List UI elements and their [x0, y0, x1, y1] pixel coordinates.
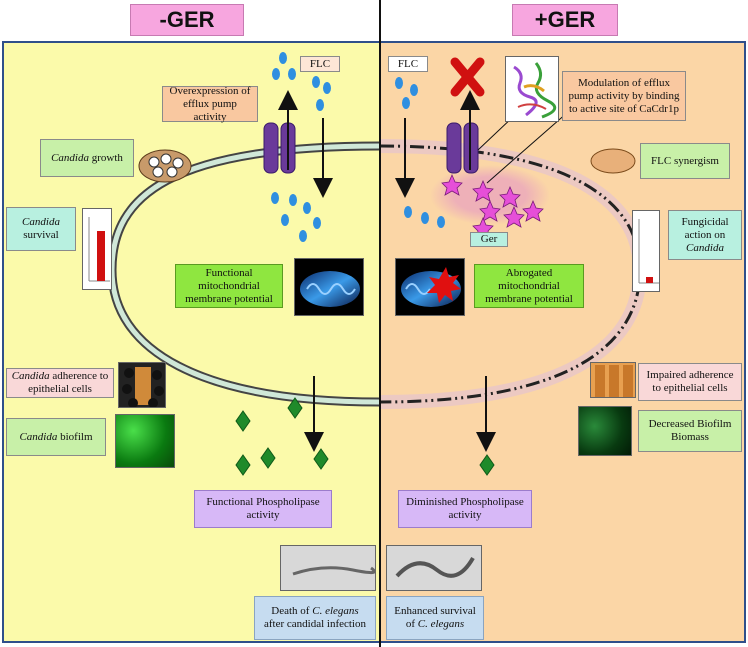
phospholipase-diamonds-left: [235, 397, 329, 476]
protein-structure-image: [505, 56, 559, 122]
ger-header: +GER: [512, 4, 618, 36]
abrogated-mitochondria-box: Abrogated mitochondrial membrane potenti…: [474, 264, 584, 308]
geraniol-stars: [441, 173, 544, 239]
candida-growth-box: Candida growth: [40, 139, 134, 177]
adherence-image-left: [118, 362, 166, 408]
survival-bar-chart-image: [82, 208, 112, 290]
flc-label-left: FLC: [300, 56, 340, 72]
blocked-x-icon: [450, 57, 485, 97]
damage-burst-icon: [427, 267, 461, 303]
diminished-phospholipase-box: Diminished Phospholipase activity: [398, 490, 532, 528]
cell-membrane-right: [379, 144, 642, 404]
fungicidal-chart-image: [632, 210, 660, 292]
ger-label: Ger: [470, 232, 508, 247]
mitochondria-image-right: [395, 258, 465, 316]
decreased-biofilm-box: Decreased Biofilm Biomass: [638, 410, 742, 452]
functional-phospholipase-box: Functional Phospholipase activity: [194, 490, 332, 528]
flc-label-right: FLC: [388, 56, 428, 72]
celegans-death-box: Death of C. elegans after candidal infec…: [254, 596, 376, 640]
phospholipase-diamond-right: [479, 454, 495, 476]
mitochondria-image-left: [294, 258, 364, 316]
impaired-adherence-box: Impaired adherence to epithelial cells: [638, 363, 742, 401]
candida-adherence-box: Candida adherence to epithelial cells: [6, 368, 114, 398]
flc-drops-left: [271, 52, 331, 242]
no-ger-header: -GER: [130, 4, 244, 36]
adherence-image-right: [590, 362, 636, 398]
celegans-image-right: [386, 545, 482, 591]
flc-drops-right: [395, 77, 445, 228]
functional-mitochondria-box: Functional mitochondrial membrane potent…: [175, 264, 283, 308]
efflux-modulation-box: Modulation of efflux pump activity by bi…: [562, 71, 686, 121]
biofilm-image-left: [115, 414, 175, 468]
biofilm-image-right: [578, 406, 632, 456]
flc-synergism-box: FLC synergism: [640, 143, 730, 179]
candida-growth-plate-image: [138, 146, 192, 184]
celegans-survival-box: Enhanced survival of C. elegans: [386, 596, 484, 640]
candida-biofilm-box: Candida biofilm: [6, 418, 106, 456]
celegans-image-left: [280, 545, 376, 591]
flc-synergism-plate-image: [590, 146, 636, 176]
efflux-overexpression-box: Overexpression of efflux pump activity: [162, 85, 258, 123]
